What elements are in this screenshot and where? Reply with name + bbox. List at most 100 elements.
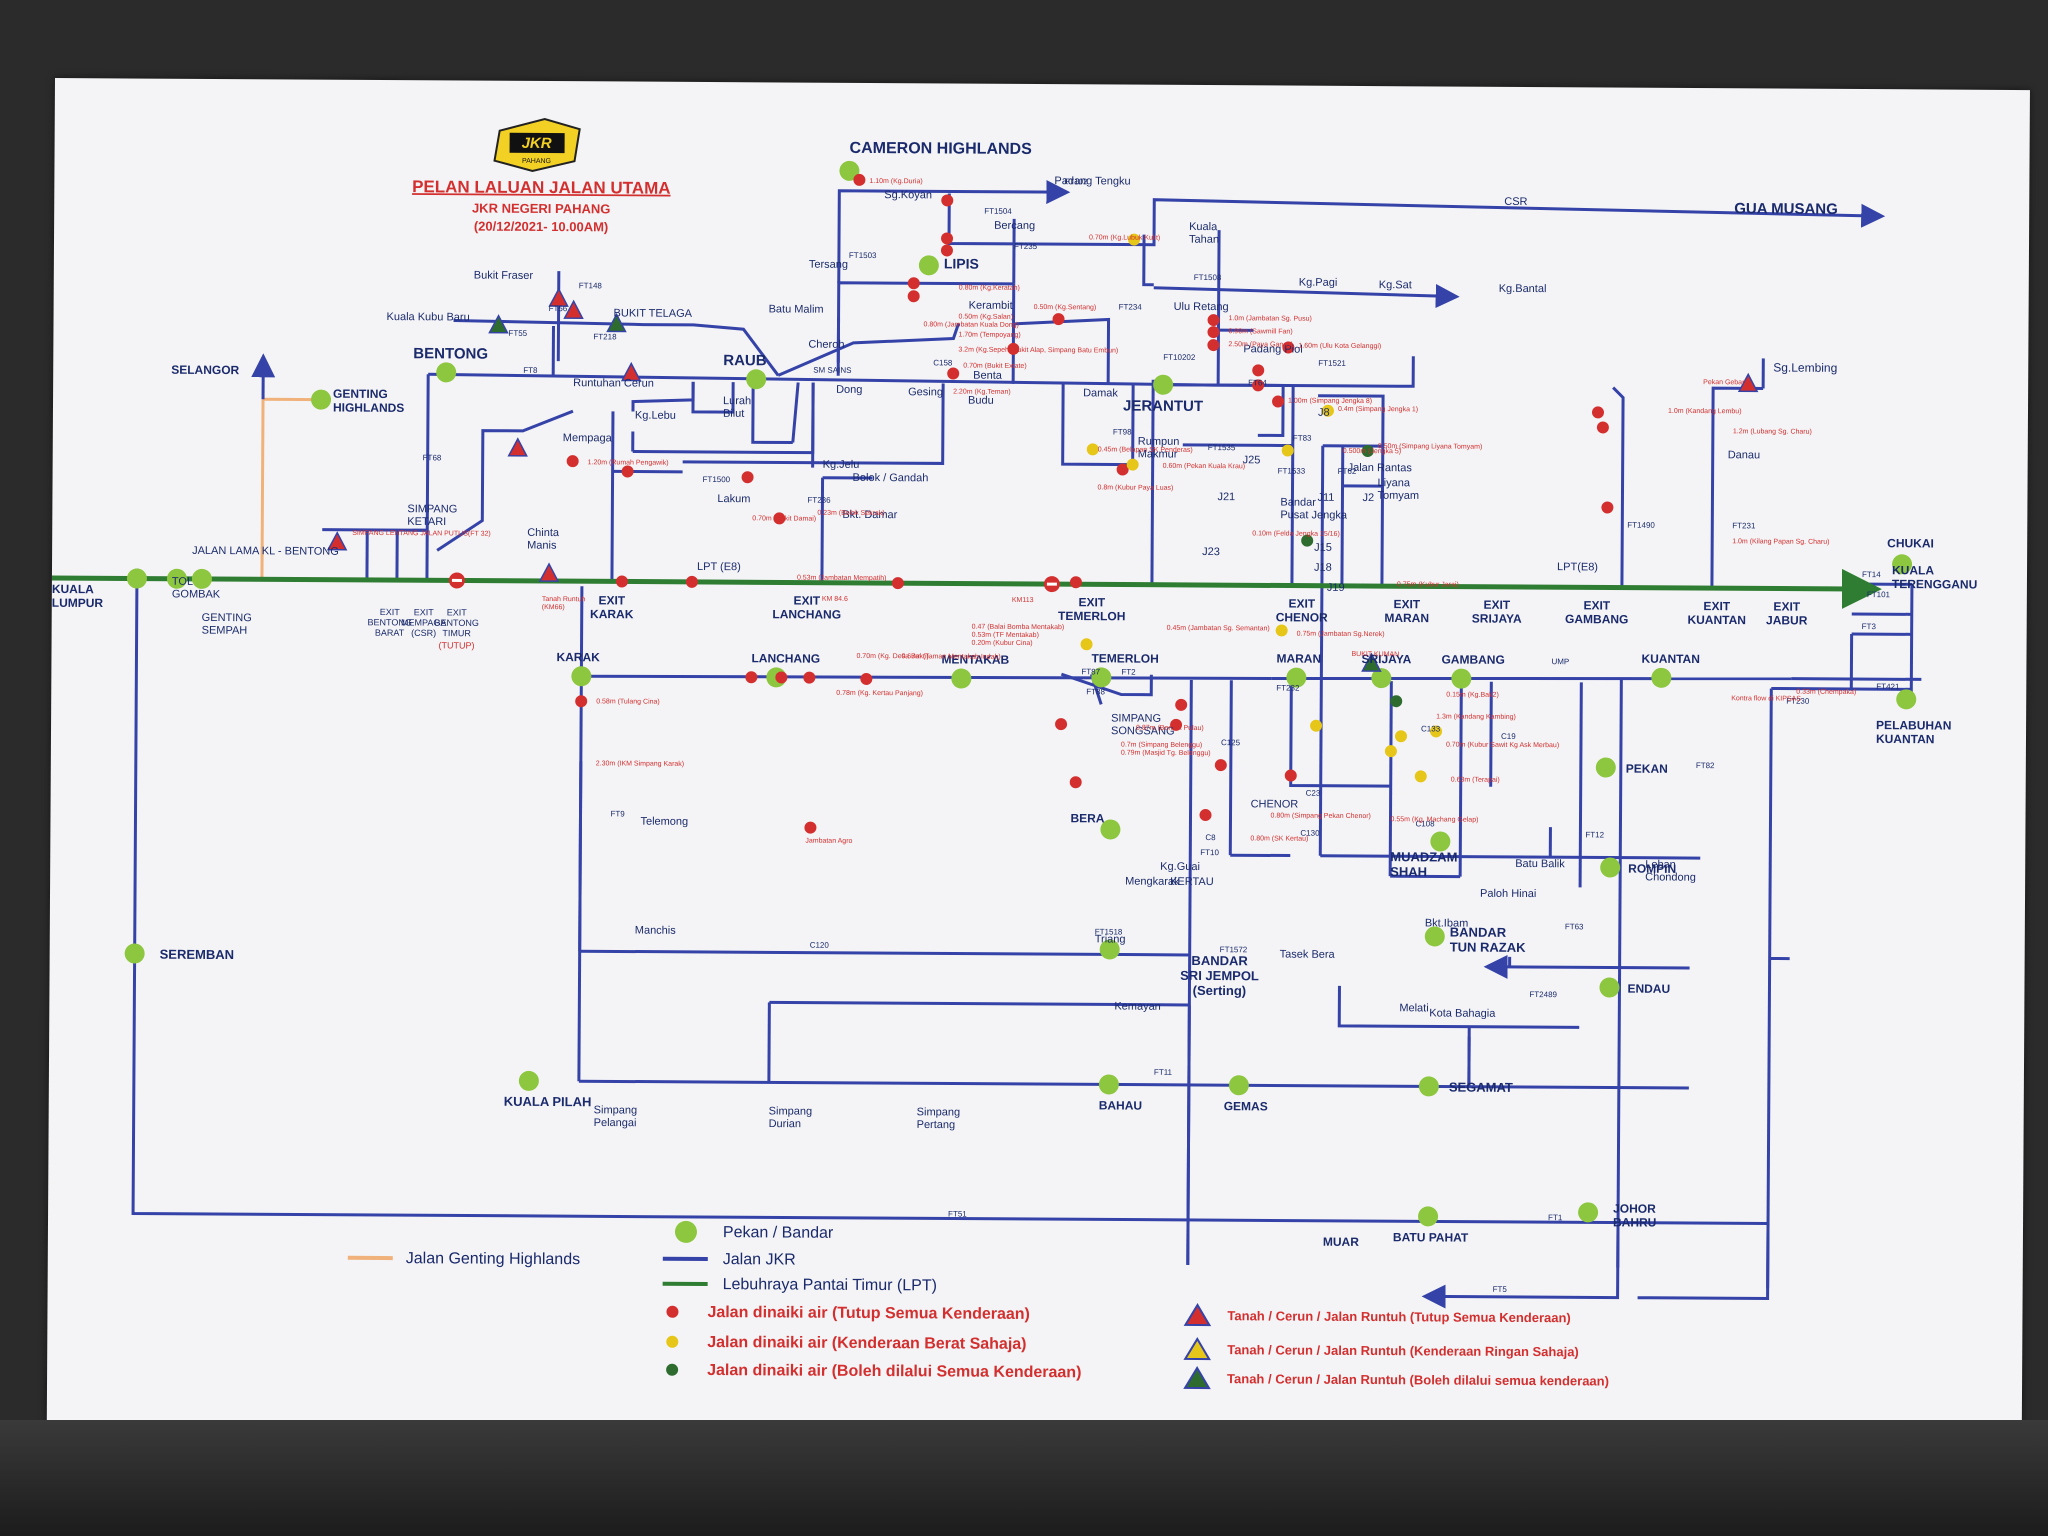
town-dot-endau [1599, 977, 1620, 998]
ft1518-label: FT1518 [1095, 927, 1123, 936]
lanchang-north-label: 0.53m (Jambatan Mempatih) [797, 575, 887, 583]
ft83-label: FT83 [1293, 434, 1312, 443]
maran-label: MARAN [1276, 651, 1321, 665]
ft1500-label: FT1500 [703, 475, 731, 484]
flood-closed-dot [1601, 501, 1614, 514]
legend-genting-label: Jalan Genting Highlands [406, 1250, 580, 1268]
flood-closed-dot [1252, 364, 1265, 377]
town-dot-kuantan [1651, 667, 1672, 688]
gesing-label: Gesing [908, 386, 943, 398]
ft9-label: FT9 [610, 809, 625, 818]
ment2-label: 0.87m (Bentak Pulau) [1136, 725, 1204, 732]
flood-closed-dot [566, 455, 579, 468]
town-dot-segamat [1418, 1076, 1439, 1097]
ft64-label: FT64 [1248, 378, 1267, 387]
lipis8-label: 0.70m (Bukit Extate) [963, 363, 1026, 370]
town-dot-bandar-tun-razak [1424, 926, 1445, 947]
srj2-label: 1.3m (Kandang Kambing) [1436, 713, 1516, 720]
lpt-highway [51, 568, 1882, 609]
bolok-label: Bolok / Gandah [853, 472, 929, 484]
town-dot-maran [1286, 667, 1307, 688]
jerantut-label: JERANTUT [1123, 398, 1203, 415]
legend-green-label: Jalan dinaiki air (Boleh dilalui Semua K… [707, 1362, 1081, 1381]
town-dot-lipis [918, 255, 939, 276]
j19-label: J19 [1327, 582, 1345, 594]
lipis3-label: 0.80m (Kg.Keratah) [959, 285, 1020, 292]
jer8-label: 0.50m (Simpang Liyana Tomyam) [1378, 443, 1483, 451]
ft56-label: FT56 [549, 304, 568, 313]
kuala-pilah-label: KUALA PILAH [504, 1094, 592, 1110]
landslide-closed-triangle [548, 287, 569, 307]
srj3-label: 0.70m (Kubur Sawit Kg Ask Merbau) [1446, 742, 1559, 750]
ft148-label: FT148 [579, 281, 603, 290]
j25-label: J25 [1243, 454, 1261, 466]
j2-label: J2 [1362, 492, 1374, 504]
jer6-label: 0.4m (Simpang Jengka 1) [1338, 406, 1418, 413]
legend-green-dot-icon [666, 1363, 679, 1376]
segamat-label: SEGAMAT [1449, 1080, 1513, 1095]
kg-guai-label: Kg.Guai [1160, 861, 1200, 873]
ft11-label: FT11 [1154, 1068, 1173, 1077]
town-dot-gemas [1228, 1075, 1249, 1096]
legend-lpt-label: Lebuhraya Pantai Timur (LPT) [723, 1276, 937, 1294]
flood-closed-dot [803, 671, 816, 684]
ft102-label: FT102 [1064, 177, 1088, 186]
flood-heavy-only-dot [1395, 730, 1408, 743]
kertau1-label: 0.80m (SK Kertau) [1250, 835, 1308, 842]
tanah-runtuh-label: Tanah Runtuh(KM66) [542, 596, 586, 611]
sm-sains-label: SM SAINS [813, 366, 851, 375]
flood-heavy-only-dot [1430, 725, 1443, 738]
no-entry-bar [451, 578, 462, 582]
town-dot-rompin [1600, 857, 1621, 878]
ft230-label: FT230 [1786, 697, 1810, 706]
genting-tutup-label: SIMPANG LENTANG JALAN PUTUS(FT 32) [352, 530, 491, 538]
kuantan5-label: 0.33m (Chempaka) [1796, 689, 1856, 696]
town-dot-kuala-pilah [518, 1070, 539, 1091]
kuantan2-label: 1.0m (Kilang Papan Sg. Charu) [1732, 538, 1829, 546]
ulu-retang-label: Ulu Retang [1174, 301, 1229, 313]
flood-closed-dot [1199, 809, 1212, 822]
maran1-label: 0.55m (Kg. Machang Gelap) [1390, 816, 1478, 824]
town-dot-pelabuhan [1896, 689, 1917, 710]
ft231-label: FT231 [1732, 521, 1756, 530]
legend-town-label: Pekan / Bandar [723, 1224, 834, 1242]
ft62-label: FT62 [1338, 467, 1357, 476]
flood-closed-dot [1272, 395, 1285, 408]
flood-closed-dot [575, 695, 588, 708]
landslide-passable-triangle [606, 312, 627, 333]
paloh-hinai-label: Paloh Hinai [1480, 888, 1536, 900]
flood-closed-dot [891, 577, 904, 590]
flood-closed-dot [941, 194, 954, 207]
ft1503-label: FT1503 [849, 251, 877, 260]
landslide-closed-triangle [507, 437, 528, 457]
town-dot-batu-pahat [1418, 1206, 1439, 1227]
ft10202-label: FT10202 [1163, 353, 1196, 362]
ft218-label: FT218 [593, 332, 617, 341]
flood-closed-dot [804, 821, 817, 834]
manchis-label: Manchis [635, 925, 677, 937]
rompin-label: ROMPIN [1628, 862, 1676, 876]
town-dot-bera [1100, 819, 1121, 840]
legend-tri-green-label: Tanah / Cerun / Jalan Runtuh (Boleh dila… [1227, 1371, 1609, 1388]
gambang-label: GAMBANG [1441, 652, 1504, 666]
lipis7-label: 0.80m (Jambatan Kuala Dong) [923, 321, 1018, 329]
c120-label: C120 [810, 941, 830, 950]
jkr-roads [131, 180, 1922, 1309]
flood-closed-dot [1069, 776, 1082, 789]
padang-piol-label: Padang Piol [1243, 343, 1302, 355]
flood-closed-dot [621, 465, 634, 478]
mempaga-label: Mempaga [563, 432, 613, 444]
